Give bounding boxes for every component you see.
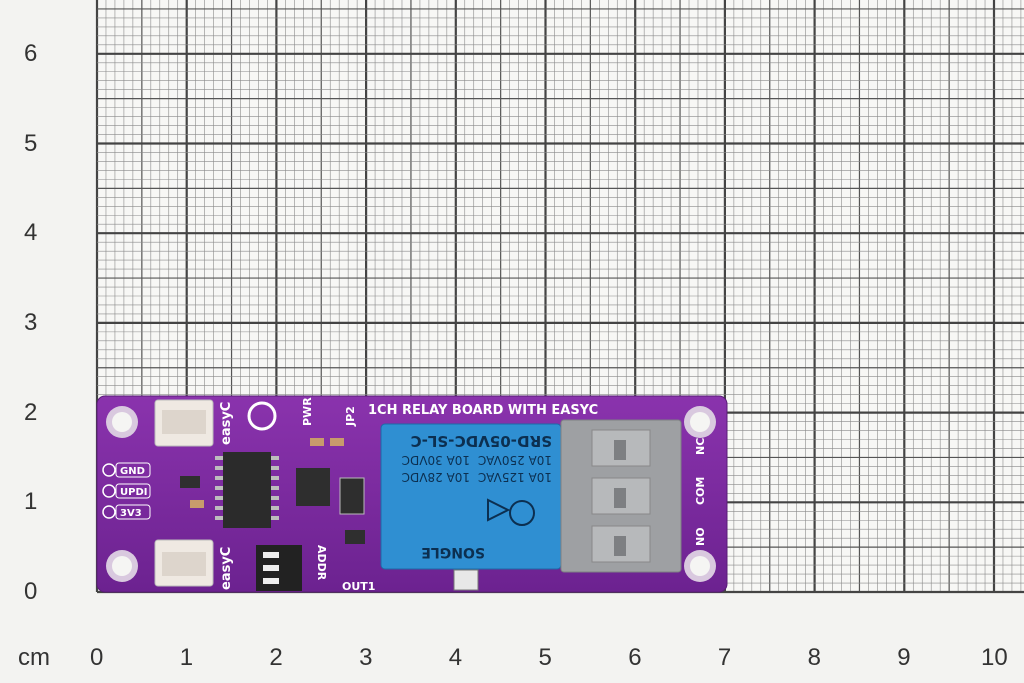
ic-pin [215,496,223,500]
y-axis-label: 4 [24,219,38,247]
pin-label: UPDI [120,487,147,498]
regulator-chip [296,468,330,506]
relay-model: SRD-05VDC-SL-C [411,432,552,450]
mounting-holes [106,406,716,582]
ic-pin [215,456,223,460]
ic-pins [215,456,279,520]
ic-chip [223,452,271,528]
board-title: 1CH RELAY BOARD WITH EASYC [368,403,598,418]
x-axis-label: 9 [897,644,911,671]
y-axis-label: 0 [24,578,38,605]
easyc-connector-bottom [154,539,214,587]
smd-component [180,476,200,488]
dip-switch [256,545,302,591]
triangle-mark-icon [487,498,511,522]
pin-pad-icon [102,484,116,498]
x-axis-label: 2 [269,644,283,671]
y-axis-label: 1 [24,488,38,516]
easyc-brand-top: easyC [219,402,234,445]
ic-pin [271,516,279,520]
pin-label-box [115,483,151,499]
label-addr: ADDR [315,545,328,581]
relay-rating: 10A 28VDC [402,470,470,484]
unit-label: cm [18,644,50,671]
pin-label-box [115,462,151,478]
x-axis-label: 3 [359,644,373,671]
ic-pin [215,476,223,480]
y-axis-label: 5 [24,129,38,157]
easyc-brand-bottom: easyC [219,547,234,590]
smd-component [310,438,324,446]
label-pwr: PWR [301,397,314,426]
pin-pad-icon [102,463,116,477]
ic-pin [215,516,223,520]
y-axis-label: 6 [24,39,38,67]
x-axis-label: 1 [179,644,194,671]
x-axis-label: 4 [448,644,463,671]
y-axis-label: 2 [24,398,38,426]
smd-component [330,438,344,446]
relay-rating: 10A 125VAC [478,470,552,484]
x-axis-label: 5 [538,644,552,671]
x-axis-label: 10 [981,644,1008,671]
x-axis-label: 7 [717,644,732,671]
label-out1: OUT1 [342,580,375,593]
pin-labels: GND UPDI 3V3 [102,462,151,520]
ic-pin [271,506,279,510]
ic-pin [271,496,279,500]
pin-label: 3V3 [120,508,142,519]
terminal-label-nc: NC [694,438,707,455]
relay-pin [453,569,479,591]
x-axis-label: 8 [807,644,821,671]
ic-pin [215,506,223,510]
label-jp2: JP2 [344,406,357,427]
relay-rating: 10A 250VAC [478,453,552,467]
pin-pad-icon [102,505,116,519]
smd-component [190,500,204,508]
easyc-connector-top [154,399,214,447]
ic-pin [271,456,279,460]
ic-pin [215,466,223,470]
terminal-label-com: COM [694,477,707,505]
ic-pin [271,476,279,480]
cqc-mark-icon [509,500,535,526]
pin-label: GND [120,466,145,477]
ic-pin [271,486,279,490]
logo-icon [247,401,277,431]
screw-terminal [560,419,682,573]
ic-pin [215,486,223,490]
relay-rating: 10A 30VDC [402,453,470,467]
relay: SRD-05VDC-SL-C 10A 250VAC 10A 125VAC 10A… [380,423,562,570]
relay-brand: SONGLE [421,544,485,560]
transistor [339,477,365,515]
y-axis-label: 3 [24,308,38,336]
smd-component [345,530,365,544]
pin-label-box [115,504,151,520]
x-axis-label: 0 [90,644,104,671]
terminal-label-no: NO [694,527,707,546]
x-axis-label: 6 [628,644,642,671]
ic-pin [271,466,279,470]
